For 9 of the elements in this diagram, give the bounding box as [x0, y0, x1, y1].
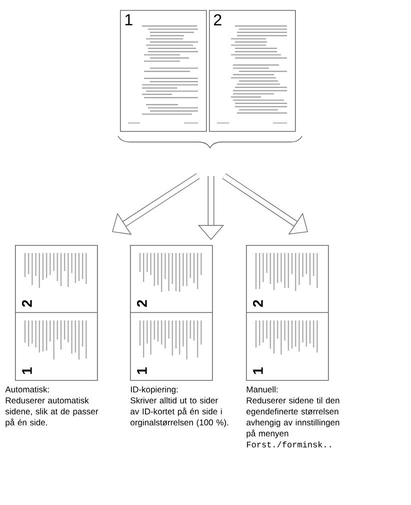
caption-text: ID-kopiering: Skriver alltid ut to sider av ID-kortet på én side i orginalstørrelsen (100 %).	[130, 386, 228, 428]
sheet-drawing: 2 1	[14, 245, 98, 381]
page-drawing: 1	[120, 10, 207, 132]
page-drawing: 2	[209, 10, 296, 132]
caption-text: Automatisk: Reduserer automatisk sidene, slik at de passer på én side.	[5, 386, 98, 428]
arrow	[112, 173, 200, 235]
sheet-drawing: 2 1	[246, 245, 329, 381]
sheet-drawing: 2 1	[130, 245, 213, 381]
caption-text: Manuell: Reduserer sidene til den egendefinerte størrelsen avhengig av innstillingen på menyen Forst./forminsk..	[246, 386, 340, 448]
